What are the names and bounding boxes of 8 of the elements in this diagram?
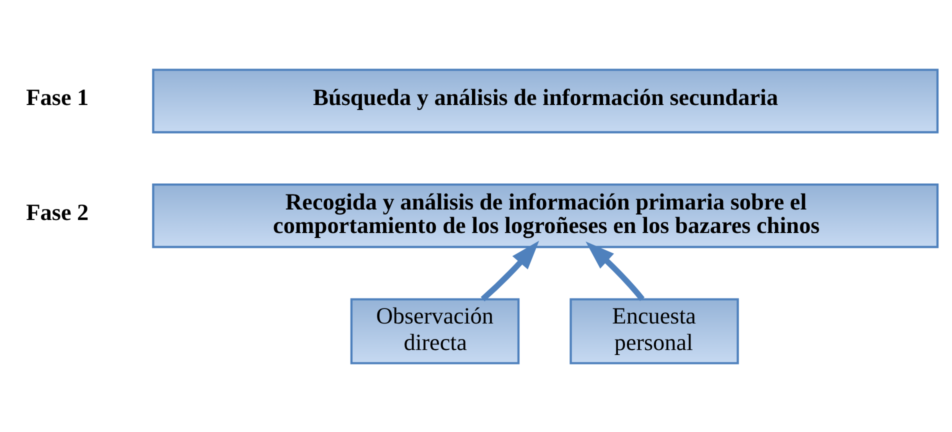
node-box: Observación directa	[350, 298, 520, 364]
arrow	[480, 240, 540, 301]
label: Fase 1	[26, 84, 89, 111]
node-box: Búsqueda y análisis de información secundaria	[152, 68, 939, 133]
arrow	[586, 240, 645, 300]
label: Fase 2	[26, 199, 89, 226]
node-box: Recogida y análisis de información primaria sobre el comportamiento de los logroñeses en los bazares chinos	[152, 182, 939, 248]
node-box: Encuesta personal	[570, 298, 739, 364]
